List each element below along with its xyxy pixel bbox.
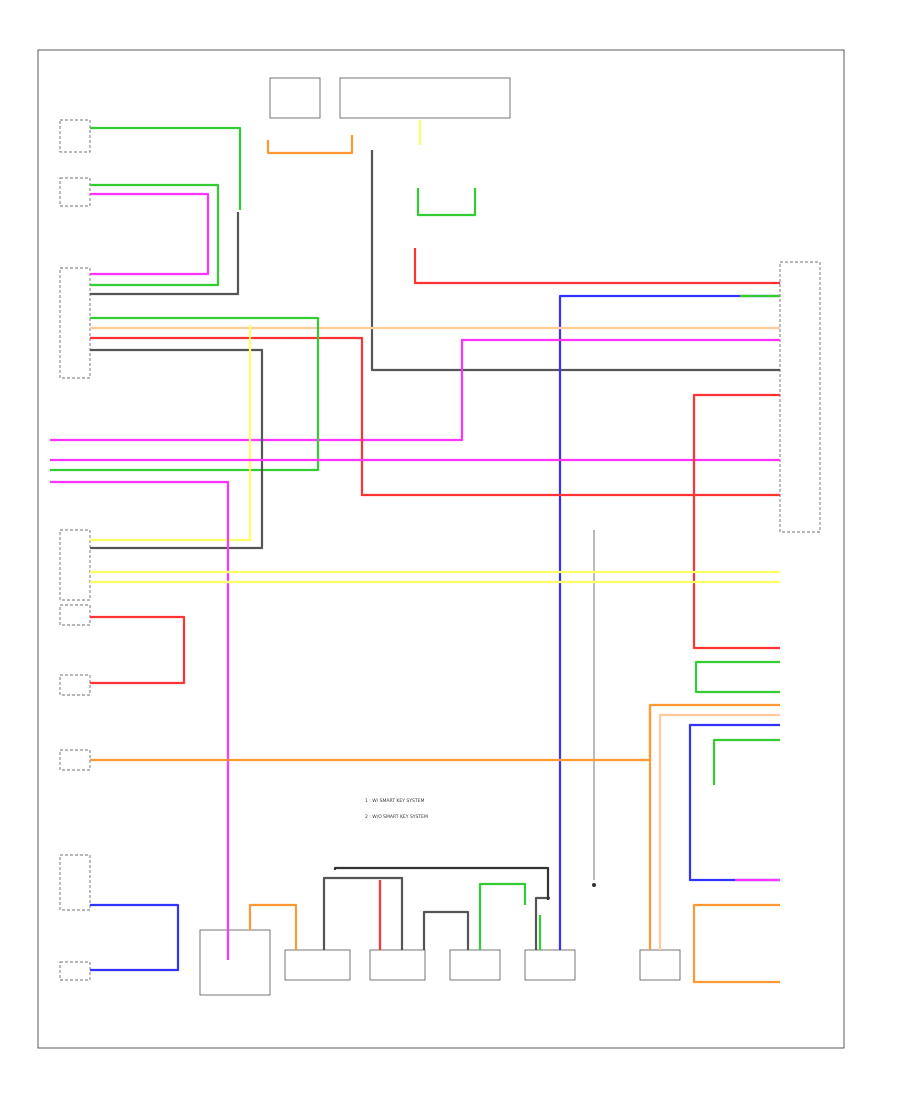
- component-left-mid-3: [59, 674, 91, 696]
- component-top-center-1: [269, 77, 321, 119]
- note-no-smart-key: 2 : W/O SMART KEY SYSTEM: [365, 814, 428, 820]
- wire-w-red-2: [90, 336, 780, 497]
- wire-w-blue-main: [558, 294, 780, 950]
- wire-w-gray-1: [90, 212, 240, 296]
- wire-w-orange-br: [692, 903, 780, 984]
- component-right-column: [779, 261, 821, 533]
- component-left-bottom: [59, 961, 91, 981]
- wire-w-orange-bl: [248, 903, 298, 950]
- wire-w-red-right: [692, 393, 780, 650]
- diagram-frame: [37, 49, 845, 1049]
- wire-layer: [50, 120, 780, 984]
- wire-w-tan-2: [658, 713, 780, 950]
- wire-w-red-3: [90, 615, 186, 685]
- wire-w-gray-b3: [534, 896, 550, 950]
- component-bottom-5: [524, 949, 576, 981]
- wire-w-gray-b2: [422, 910, 470, 950]
- wire-w-yellow-2: [90, 325, 252, 542]
- wire-w-green-mid: [416, 188, 477, 217]
- component-bottom-2: [284, 949, 351, 981]
- wire-w-blue-r: [688, 723, 780, 882]
- wire-w-green-r2: [694, 660, 780, 694]
- wire-w-gray-b1: [322, 876, 404, 950]
- component-left-mid-1: [59, 529, 91, 601]
- component-left-lower-1: [59, 749, 91, 771]
- ground-point: [592, 883, 596, 887]
- note-smart-key: 1 : W/ SMART KEY SYSTEM: [365, 798, 424, 804]
- wire-w-green-2: [90, 183, 220, 287]
- component-left-mid-2: [59, 604, 91, 626]
- wire-w-gray-2: [90, 348, 264, 550]
- component-top-center-2: [339, 77, 511, 119]
- component-left-lower-2: [59, 854, 91, 911]
- component-top-left-2: [59, 177, 91, 207]
- component-bottom-4: [449, 949, 501, 981]
- wire-w-dark-b: [333, 866, 550, 900]
- component-top-left-1: [59, 119, 91, 153]
- wire-w-pink-vert: [50, 480, 230, 960]
- component-bottom-6: [639, 949, 681, 981]
- wire-w-pink-1: [90, 192, 210, 276]
- component-bottom-3: [369, 949, 426, 981]
- wire-w-orange-top: [266, 135, 354, 155]
- wire-w-blue-l: [90, 903, 180, 972]
- wire-w-pink-r1: [50, 338, 780, 442]
- wire-w-orange-long: [90, 703, 780, 762]
- wire-w-green-top: [90, 126, 242, 210]
- wire-w-green-3: [50, 316, 320, 472]
- wire-w-green-b: [478, 882, 527, 950]
- wire-w-red-main: [413, 248, 780, 285]
- wire-w-green-r3: [712, 738, 780, 785]
- wire-w-gray-vert: [370, 150, 780, 372]
- component-multiplex-left: [59, 267, 91, 379]
- component-bottom-1: [199, 929, 271, 996]
- component-outlines: [59, 77, 821, 996]
